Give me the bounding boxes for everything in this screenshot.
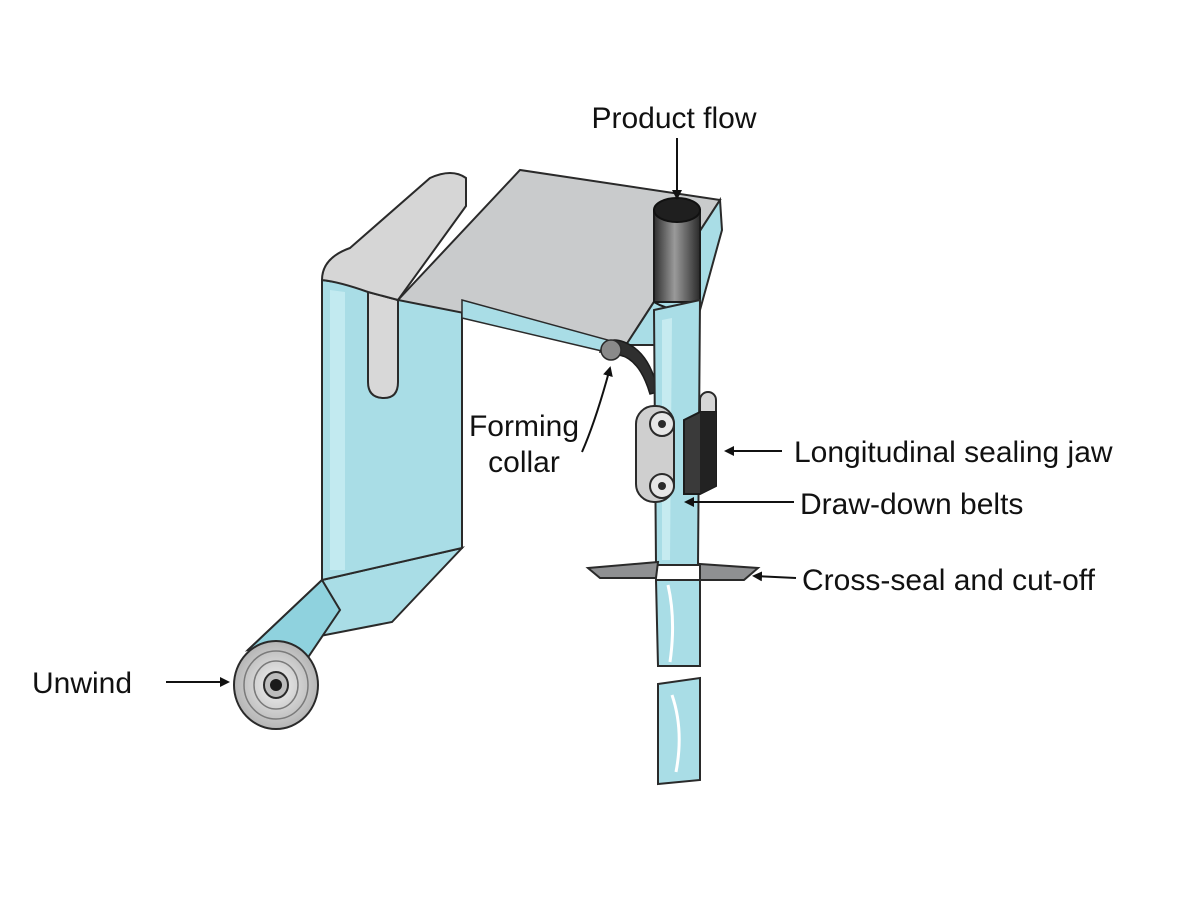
labels: Product flow Forming collar Longitudinal… xyxy=(32,102,1113,700)
label-product-flow: Product flow xyxy=(591,102,756,135)
callout-arrows xyxy=(166,138,797,687)
cross-seal-arrow xyxy=(752,571,797,582)
forming-collar-arrow xyxy=(581,366,613,453)
label-forming-collar-line1: Forming xyxy=(469,410,579,443)
label-draw-down-belts: Draw-down belts xyxy=(800,488,1023,521)
longitudinal-sealing-jaw xyxy=(683,411,717,495)
label-longitudinal-sealing-jaw: Longitudinal sealing jaw xyxy=(794,436,1113,469)
forming-collar xyxy=(598,339,659,395)
label-unwind: Unwind xyxy=(32,667,132,700)
cross-seal-jaws xyxy=(585,560,761,581)
label-forming-collar-line2: collar xyxy=(488,446,560,479)
label-cross-seal: Cross-seal and cut-off xyxy=(802,564,1096,597)
product-tube xyxy=(653,197,701,310)
finished-bag xyxy=(657,676,701,786)
unwind-roll xyxy=(233,578,342,730)
